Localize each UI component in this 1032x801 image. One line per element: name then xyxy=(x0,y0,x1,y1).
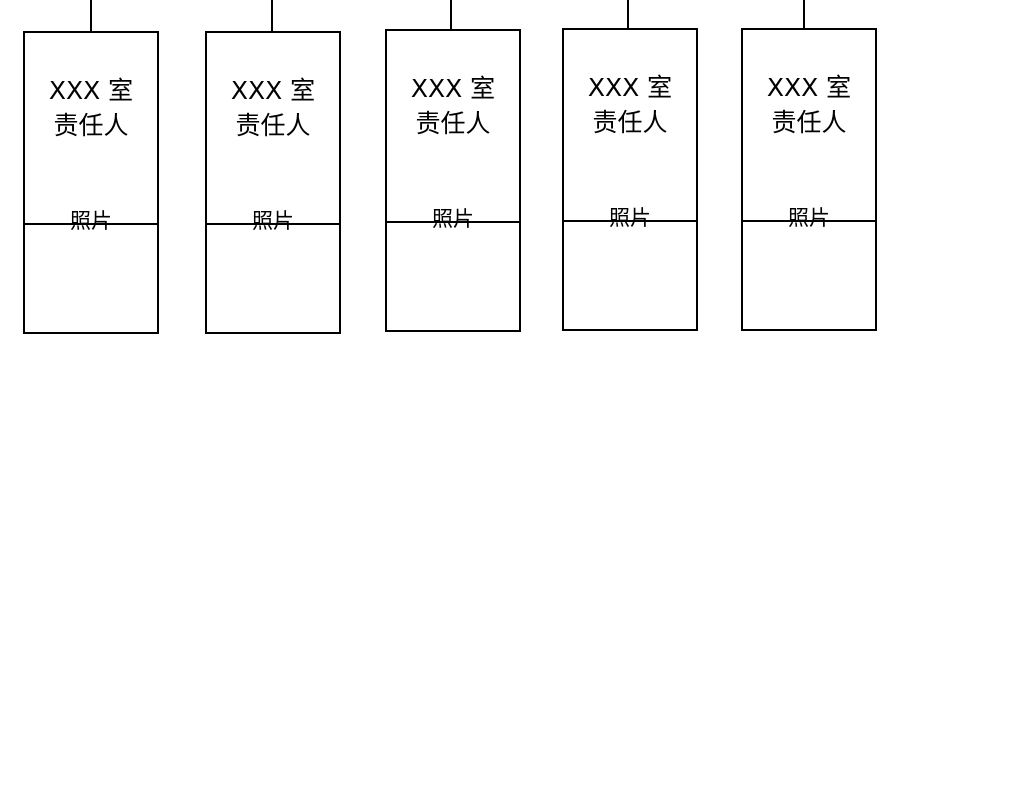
room-responsible-label: XXX 室 责任人 xyxy=(230,76,316,140)
connector-line xyxy=(90,0,92,32)
room-card: XXX 室 责任人 照片 xyxy=(741,28,877,331)
photo-divider xyxy=(387,221,519,223)
connector-line xyxy=(627,0,629,29)
photo-divider xyxy=(564,220,696,222)
photo-label: 照片 xyxy=(432,207,474,231)
photo-label: 照片 xyxy=(70,209,112,233)
room-card: XXX 室 责任人 照片 xyxy=(562,28,698,331)
room-responsible-label: XXX 室 责任人 xyxy=(48,76,134,140)
photo-label: 照片 xyxy=(252,209,294,233)
room-card: XXX 室 责任人 照片 xyxy=(385,29,521,332)
room-responsible-label: XXX 室 责任人 xyxy=(410,74,496,138)
room-card: XXX 室 责任人 照片 xyxy=(205,31,341,334)
photo-divider xyxy=(743,220,875,222)
photo-label: 照片 xyxy=(609,206,651,230)
photo-divider xyxy=(25,223,157,225)
photo-divider xyxy=(207,223,339,225)
photo-label: 照片 xyxy=(788,206,830,230)
connector-line xyxy=(803,0,805,29)
connector-line xyxy=(450,0,452,30)
room-responsible-label: XXX 室 责任人 xyxy=(587,73,673,137)
connector-line xyxy=(271,0,273,32)
room-card: XXX 室 责任人 照片 xyxy=(23,31,159,334)
room-responsible-label: XXX 室 责任人 xyxy=(766,73,852,137)
